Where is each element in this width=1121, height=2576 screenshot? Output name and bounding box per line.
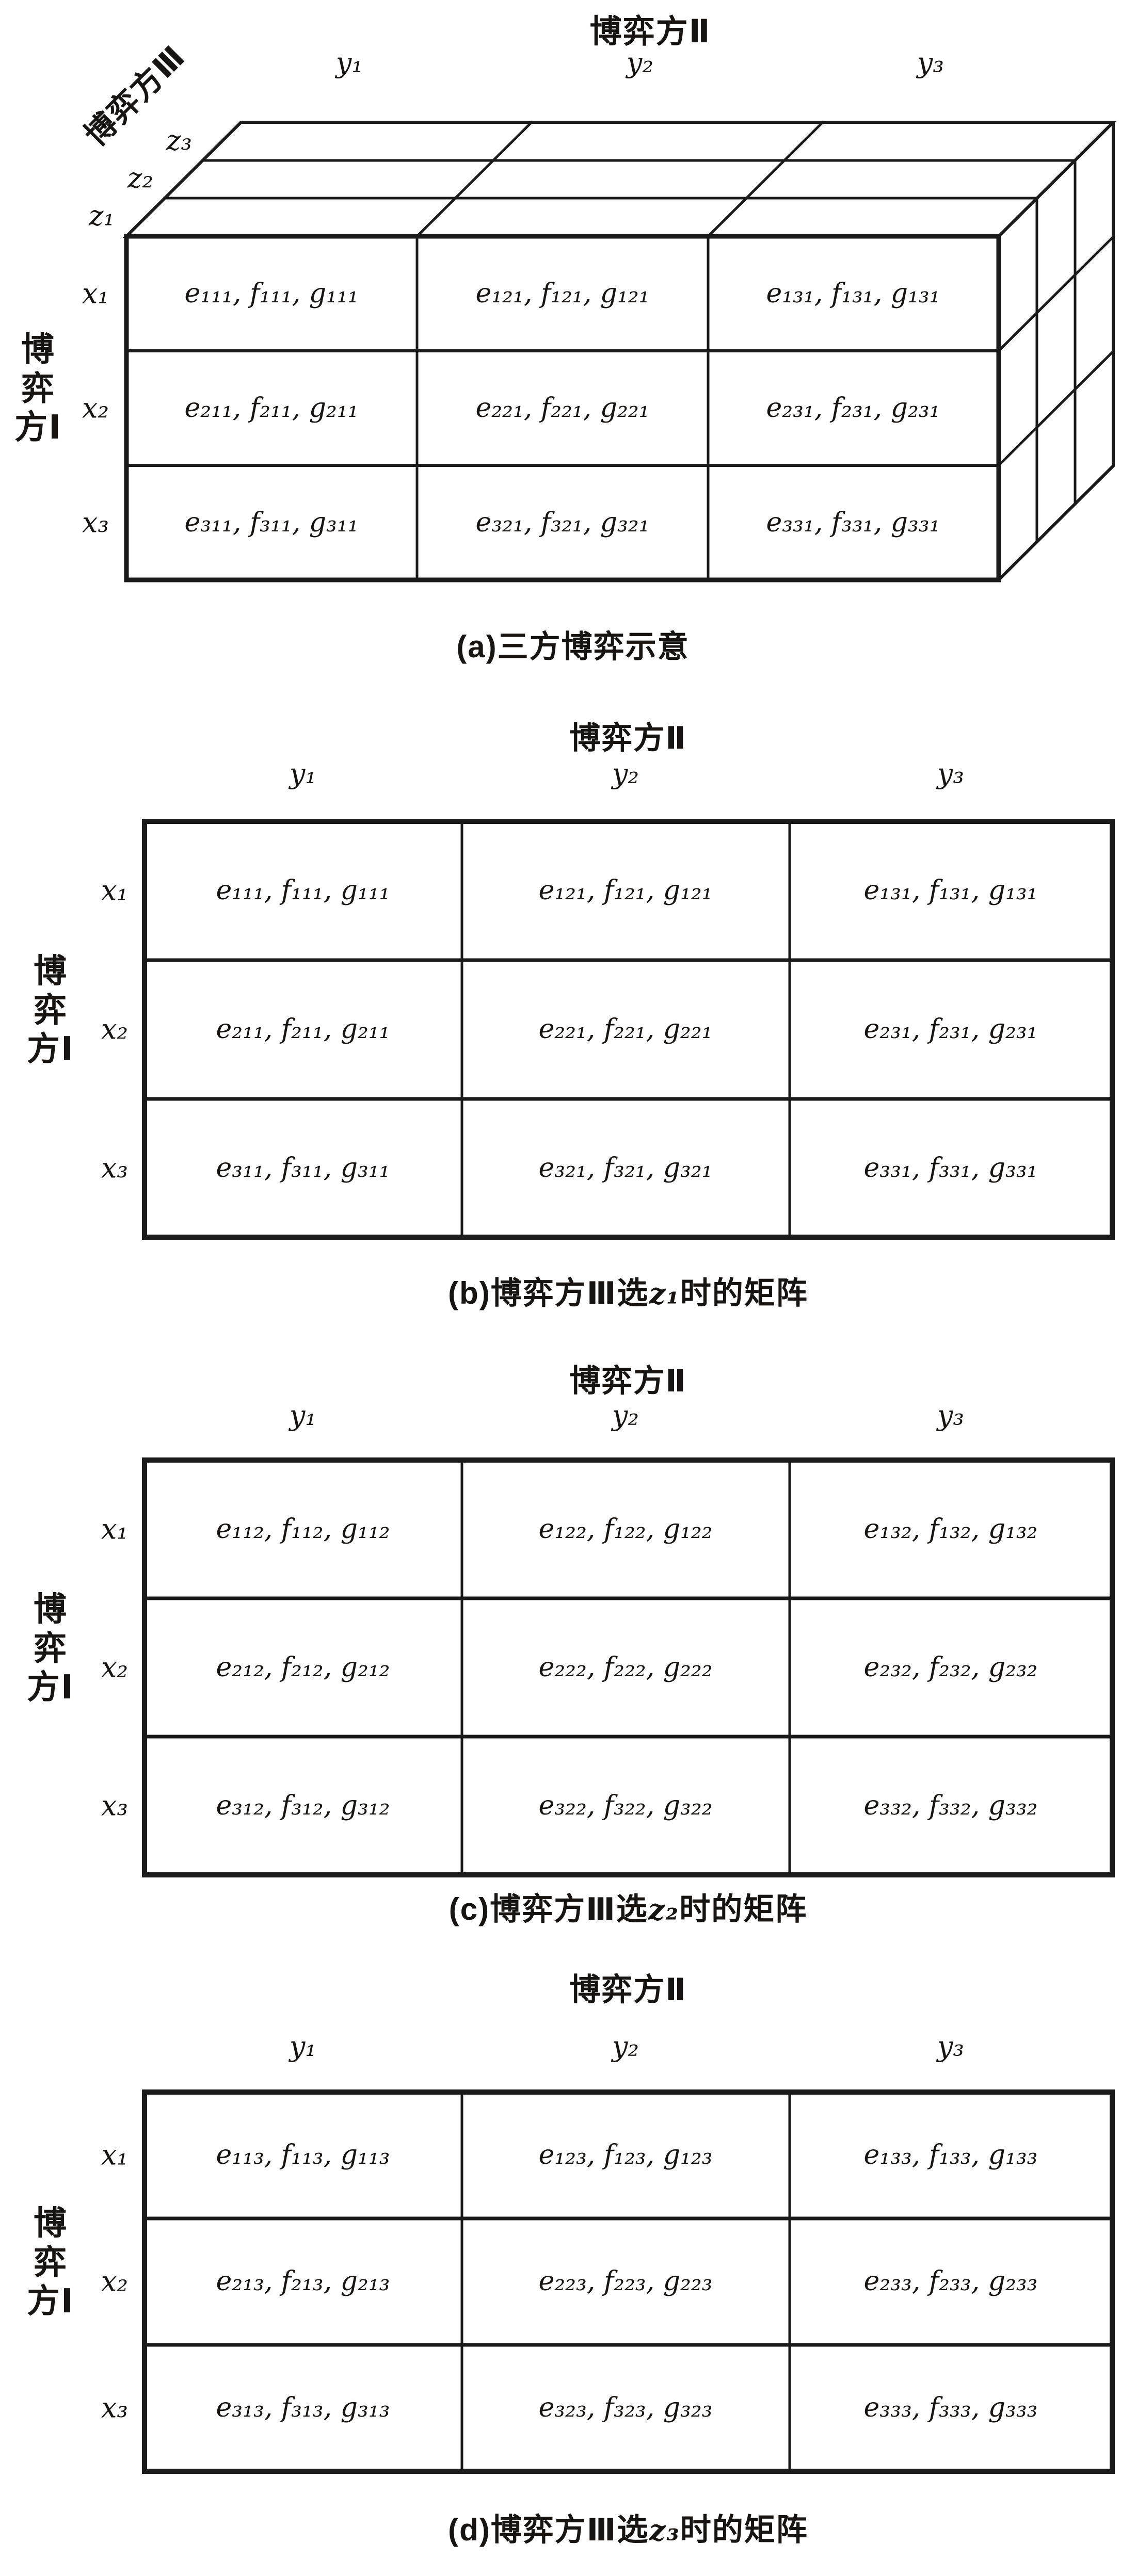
col-label-y1-a: y₁ <box>335 46 363 79</box>
depth-label-z1: z₁ <box>88 199 115 232</box>
col-label-y3-c: y₃ <box>937 1399 965 1432</box>
payoff-cell-c-21: e₂₁₂, f₂₁₂, g₂₁₂ <box>216 1652 390 1683</box>
row-label-x2-a: x₂ <box>82 392 109 425</box>
payoff-cell-d-11: e₁₁₃, f₁₁₃, g₁₁₃ <box>216 2140 390 2170</box>
caption-d-var: z₃ <box>649 2514 680 2548</box>
payoff-cell-c-13: e₁₃₂, f₁₃₂, g₁₃₂ <box>863 1514 1038 1545</box>
payoff-cell-b-11: e₁₁₁, f₁₁₁, g₁₁₁ <box>216 875 390 906</box>
caption-d-pre: (d)博弈方Ⅲ选 <box>448 2513 649 2547</box>
caption-a: (a)三方博弈示意 <box>456 629 690 664</box>
payoff-cell-b-12: e₁₂₁, f₁₂₁, g₁₂₁ <box>538 875 713 906</box>
payoff-cell-b-31: e₃₁₁, f₃₁₁, g₃₁₁ <box>216 1153 390 1184</box>
payoff-cell-c-22: e₂₂₂, f₂₂₂, g₂₂₂ <box>538 1652 713 1683</box>
cube-3d <box>122 120 1117 582</box>
caption-b-pre: (b)博弈方Ⅲ选 <box>448 1276 649 1310</box>
payoff-cell-a-33: e₃₃₁, f₃₃₁, g₃₃₁ <box>766 507 940 538</box>
payoff-cell-d-31: e₃₁₃, f₃₁₃, g₃₁₃ <box>216 2392 390 2423</box>
panel-b-col-player-title: 博弈方Ⅱ <box>569 721 687 755</box>
payoff-cell-b-13: e₁₃₁, f₁₃₁, g₁₃₁ <box>863 875 1038 906</box>
col-label-y1-b: y₁ <box>289 757 317 790</box>
panel-d-row-player-label: 博弈方Ⅰ <box>27 2205 74 2320</box>
payoff-cell-d-23: e₂₃₃, f₂₃₃, g₂₃₃ <box>863 2266 1038 2297</box>
caption-b-var: z₁ <box>649 1277 680 1311</box>
depth-label-z3: z₃ <box>166 124 193 157</box>
payoff-cell-a-21: e₂₁₁, f₂₁₁, g₂₁₁ <box>184 393 359 424</box>
payoff-cell-d-32: e₃₂₃, f₃₂₃, g₃₂₃ <box>538 2392 713 2423</box>
caption-c-post: 时的矩阵 <box>679 1892 808 1926</box>
row-label-x3-a: x₃ <box>82 506 109 539</box>
payoff-cell-c-12: e₁₂₂, f₁₂₂, g₁₂₂ <box>538 1514 713 1545</box>
row-label-x3-b: x₃ <box>101 1152 129 1185</box>
depth-label-z2: z₂ <box>127 161 154 195</box>
panel-d-col-player-title: 博弈方Ⅱ <box>569 1972 687 2007</box>
row-label-x1-d: x₁ <box>101 2138 129 2172</box>
row-label-x1-b: x₁ <box>101 874 129 907</box>
caption-c: (c)博弈方Ⅲ选z₂时的矩阵 <box>449 1884 807 1929</box>
col-label-y3-a: y₃ <box>917 46 944 79</box>
caption-b: (b)博弈方Ⅲ选z₁时的矩阵 <box>448 1268 808 1313</box>
col-label-y2-c: y₂ <box>612 1399 639 1432</box>
col-label-y1-c: y₁ <box>289 1399 317 1432</box>
panel-c-row-player-label: 博弈方Ⅰ <box>27 1591 74 1706</box>
payoff-cell-c-33: e₃₃₂, f₃₃₂, g₃₃₂ <box>863 1790 1038 1821</box>
payoff-cell-c-32: e₃₂₂, f₃₂₂, g₃₂₂ <box>538 1790 713 1821</box>
payoff-cell-b-32: e₃₂₁, f₃₂₁, g₃₂₁ <box>538 1153 713 1184</box>
caption-b-post: 时的矩阵 <box>680 1276 808 1310</box>
payoff-cell-d-21: e₂₁₃, f₂₁₃, g₂₁₃ <box>216 2266 390 2297</box>
col-label-y2-a: y₂ <box>626 46 654 79</box>
col-label-y3-b: y₃ <box>937 757 965 790</box>
row-label-x2-b: x₂ <box>101 1013 129 1046</box>
matrix-d-grid <box>142 2089 1115 2474</box>
payoff-cell-a-11: e₁₁₁, f₁₁₁, g₁₁₁ <box>184 278 359 309</box>
payoff-cell-b-23: e₂₃₁, f₂₃₁, g₂₃₁ <box>863 1014 1038 1045</box>
payoff-cell-c-11: e₁₁₂, f₁₁₂, g₁₁₂ <box>216 1514 390 1545</box>
caption-c-pre: (c)博弈方Ⅲ选 <box>449 1892 648 1926</box>
payoff-cell-d-22: e₂₂₃, f₂₂₃, g₂₂₃ <box>538 2266 713 2297</box>
col-label-y2-b: y₂ <box>612 757 639 790</box>
payoff-cell-b-21: e₂₁₁, f₂₁₁, g₂₁₁ <box>216 1014 390 1045</box>
payoff-cell-b-33: e₃₃₁, f₃₃₁, g₃₃₁ <box>863 1153 1038 1184</box>
payoff-cell-a-31: e₃₁₁, f₃₁₁, g₃₁₁ <box>184 507 359 538</box>
payoff-cell-a-32: e₃₂₁, f₃₂₁, g₃₂₁ <box>475 507 650 538</box>
payoff-cell-b-22: e₂₂₁, f₂₂₁, g₂₂₁ <box>538 1014 713 1045</box>
panel-b-row-player-label: 博弈方Ⅰ <box>27 952 74 1068</box>
caption-c-var: z₂ <box>648 1893 680 1927</box>
panel-a-row-player-label: 博弈方Ⅰ <box>14 331 62 446</box>
caption-d: (d)博弈方Ⅲ选z₃时的矩阵 <box>448 2505 808 2550</box>
matrix-c-grid <box>142 1457 1115 1877</box>
payoff-cell-c-23: e₂₃₂, f₂₃₂, g₂₃₂ <box>863 1652 1038 1683</box>
payoff-cell-a-22: e₂₂₁, f₂₂₁, g₂₂₁ <box>475 393 650 424</box>
matrix-b-grid <box>142 819 1115 1240</box>
panel-c-col-player-title: 博弈方Ⅱ <box>569 1364 687 1398</box>
row-label-x3-d: x₃ <box>101 2391 129 2424</box>
payoff-cell-c-31: e₃₁₂, f₃₁₂, g₃₁₂ <box>216 1790 390 1821</box>
row-label-x2-c: x₂ <box>101 1651 129 1684</box>
col-label-y2-d: y₂ <box>612 2030 639 2063</box>
payoff-cell-d-13: e₁₃₃, f₁₃₃, g₁₃₃ <box>863 2140 1038 2170</box>
payoff-cell-d-33: e₃₃₃, f₃₃₃, g₃₃₃ <box>863 2392 1038 2423</box>
payoff-cell-a-12: e₁₂₁, f₁₂₁, g₁₂₁ <box>475 278 650 309</box>
row-label-x3-c: x₃ <box>101 1789 129 1822</box>
payoff-cell-a-13: e₁₃₁, f₁₃₁, g₁₃₁ <box>766 278 940 309</box>
payoff-cell-a-23: e₂₃₁, f₂₃₁, g₂₃₁ <box>766 393 940 424</box>
col-label-y1-d: y₁ <box>289 2030 317 2063</box>
row-label-x2-d: x₂ <box>101 2265 129 2298</box>
col-label-y3-d: y₃ <box>937 2030 965 2063</box>
row-label-x1-c: x₁ <box>101 1513 129 1546</box>
caption-d-post: 时的矩阵 <box>680 2513 808 2547</box>
payoff-cell-d-12: e₁₂₃, f₁₂₃, g₁₂₃ <box>538 2140 713 2170</box>
panel-a-col-player-title: 博弈方Ⅱ <box>589 14 711 50</box>
row-label-x1-a: x₁ <box>82 277 109 310</box>
